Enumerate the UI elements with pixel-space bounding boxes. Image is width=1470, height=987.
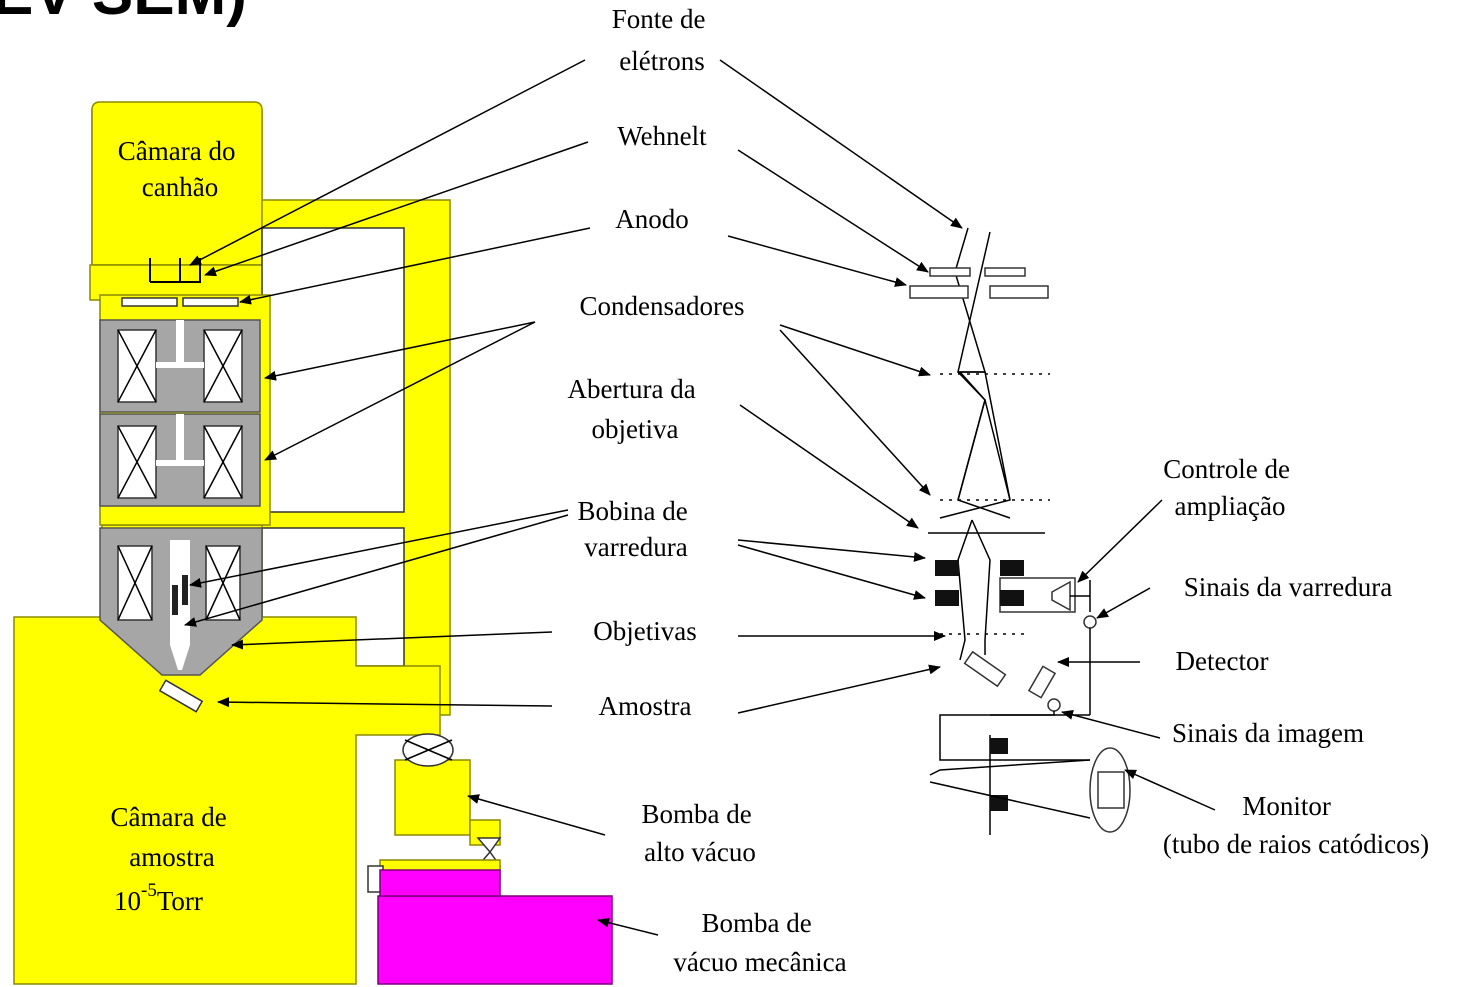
label-amostra: Amostra: [599, 691, 692, 721]
anode-left: [122, 298, 177, 306]
schem-detector: [1029, 666, 1055, 697]
label-condensadores: Condensadores: [580, 291, 745, 321]
label-detector: Detector: [1176, 646, 1269, 676]
label-anodo: Anodo: [615, 204, 689, 234]
beam-schematic: Controle de ampliação Sinais da varredur…: [910, 228, 1429, 859]
label-bobina-de-varredura: Bobina de varredura: [578, 496, 695, 562]
label-objetivas: Objetivas: [593, 616, 696, 646]
page-title: EV SEM): [0, 0, 247, 28]
label-bomba-alto-vacuo: Bomba de alto vácuo: [642, 799, 759, 867]
right-leader-lines: [720, 60, 962, 713]
label-monitor: Monitor (tubo de raios catódicos): [1163, 791, 1429, 859]
scan-signal-node: [1084, 616, 1096, 628]
schem-sample: [965, 652, 1006, 686]
high-vacuum-pump: [395, 760, 470, 835]
schem-wehnelt-right: [985, 268, 1025, 276]
display-coil-1: [990, 738, 1008, 754]
label-wehnelt: Wehnelt: [617, 121, 707, 151]
crt-screen: [1098, 772, 1124, 808]
schem-wehnelt-left: [930, 268, 970, 276]
schem-anode-right: [990, 286, 1048, 298]
schem-anode-left: [910, 286, 968, 298]
mechanical-pump: [378, 896, 612, 984]
scan-coil-left: [172, 585, 178, 615]
condenser-lens-2: [100, 414, 260, 506]
pressure-label: 10-5Torr: [114, 880, 203, 916]
image-signal-node: [1048, 699, 1060, 711]
label-controle-de-ampliacao: Controle de ampliação: [1163, 454, 1296, 521]
label-sinais-da-varredura: Sinais da varredura: [1184, 572, 1392, 602]
column-window: [262, 228, 404, 512]
label-fonte-de-eletrons: Fonte de elétrons: [612, 4, 713, 76]
label-bomba-vacuo-mecanica: Bomba de vácuo mecânica: [673, 908, 846, 977]
condenser-lens-1: [100, 320, 260, 412]
scan-coil-right: [182, 575, 188, 605]
anode-right: [183, 298, 238, 306]
label-abertura-da-objetiva: Abertura da objetiva: [568, 374, 703, 444]
label-sinais-da-imagem: Sinais da imagem: [1172, 718, 1364, 748]
microscope-column: Câmara do canhão Câmara de amostra 10-5T…: [14, 102, 612, 984]
